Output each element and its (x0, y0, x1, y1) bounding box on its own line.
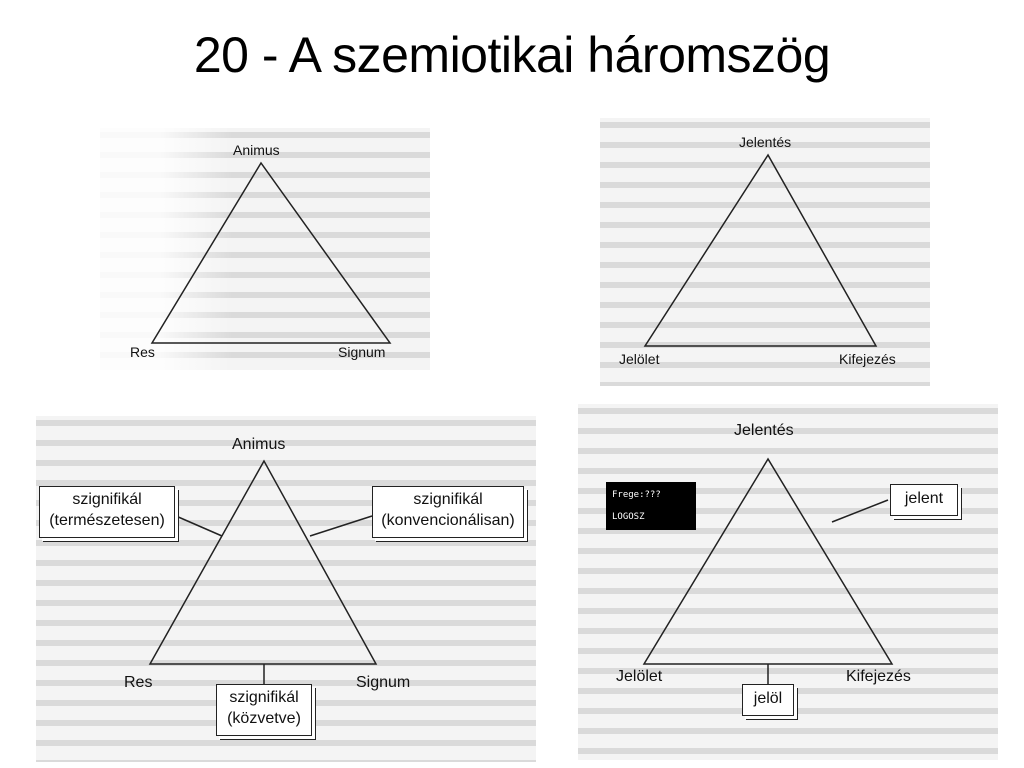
signifies-conventionally-box: szignifikál (konvencionálisan) (372, 486, 524, 538)
triangle-bottom-right (642, 457, 894, 686)
triangle-bottom-left (148, 459, 378, 686)
signifies-naturally-box: szignifikál (természetesen) (39, 486, 175, 538)
diagram-top-right: Jelentés Jelölet Kifejezés (600, 118, 930, 386)
apex-label: Animus (233, 142, 280, 158)
diagram-top-left: Animus Res Signum (100, 128, 430, 370)
diagram-bottom-left: Animus Res Signum szignifikál (természet… (36, 416, 536, 762)
means-box: jelent (890, 484, 958, 516)
slide-title: 20 - A szemiotikai háromszög (193, 27, 831, 83)
left-label: Jelölet (619, 351, 660, 367)
right-label: Kifejezés (839, 351, 896, 367)
background-scan-texture (600, 118, 930, 386)
right-label: Kifejezés (846, 668, 911, 685)
apex-label: Animus (232, 436, 286, 453)
left-label: Jelölet (616, 668, 663, 685)
left-label: Res (130, 344, 155, 360)
apex-label: Jelentés (739, 134, 792, 150)
right-label: Signum (356, 674, 411, 691)
apex-label: Jelentés (734, 422, 794, 439)
signifies-indirectly-box: szignifikál (közvetve) (216, 684, 312, 736)
denotes-box: jelöl (742, 684, 794, 716)
frege-logosz-logo: Frege:??? LOGOSZ (606, 482, 696, 530)
left-label: Res (124, 674, 153, 691)
triangle-top-right (643, 153, 878, 347)
right-label: Signum (338, 344, 386, 360)
diagram-bottom-right: Jelentés Jelölet Kifejezés Frege:??? LOG… (578, 404, 998, 760)
triangle-top-left (150, 161, 392, 344)
